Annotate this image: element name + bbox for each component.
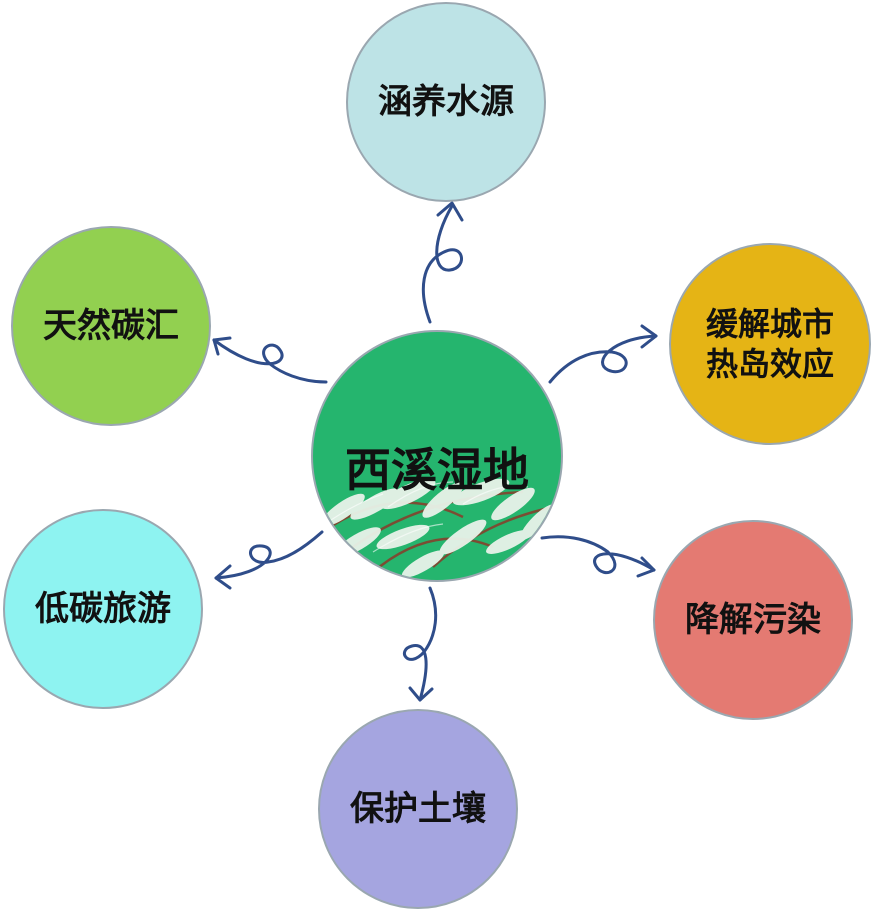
arrow-to-urban-heat-island-head: [640, 324, 658, 349]
node-pollution-degradation-label: 降解污染: [685, 599, 821, 640]
arrow-to-low-carbon-tourism: [214, 530, 324, 580]
node-low-carbon-tourism-label: 低碳旅游: [35, 588, 171, 629]
arrow-to-water-conservation-head: [436, 201, 464, 222]
reed-grass-illustration: [321, 478, 556, 578]
node-natural-carbon-sink: 天然碳汇: [11, 226, 211, 426]
node-water-conservation-label: 涵养水源: [378, 81, 514, 122]
node-pollution-degradation: 降解污染: [653, 520, 853, 720]
arrow-to-urban-heat-island: [548, 334, 658, 384]
center-label: 西溪湿地: [345, 443, 529, 497]
arrow-to-low-carbon-tourism-head: [214, 564, 232, 590]
node-soil-protection-label: 保护土壤: [350, 788, 486, 829]
node-low-carbon-tourism: 低碳旅游: [3, 509, 203, 709]
center-node-xixi-wetland: 西溪湿地: [311, 330, 563, 582]
node-natural-carbon-sink-label: 天然碳汇: [43, 305, 179, 346]
arrow-to-natural-carbon-sink: [212, 338, 328, 384]
node-urban-heat-island-label: 缓解城市 热岛效应: [705, 305, 834, 383]
arrow-to-pollution-degradation-head: [636, 556, 656, 578]
node-water-conservation: 涵养水源: [346, 2, 546, 202]
arrow-to-soil-protection: [403, 586, 438, 702]
arrow-to-natural-carbon-sink-head: [212, 336, 232, 356]
arrow-to-soil-protection-head: [408, 686, 434, 702]
node-soil-protection: 保护土壤: [318, 709, 518, 909]
arrow-to-pollution-degradation: [540, 535, 656, 575]
arrow-to-water-conservation: [421, 204, 463, 324]
node-urban-heat-island: 缓解城市 热岛效应: [669, 243, 871, 445]
arrows-layer: [212, 201, 658, 702]
